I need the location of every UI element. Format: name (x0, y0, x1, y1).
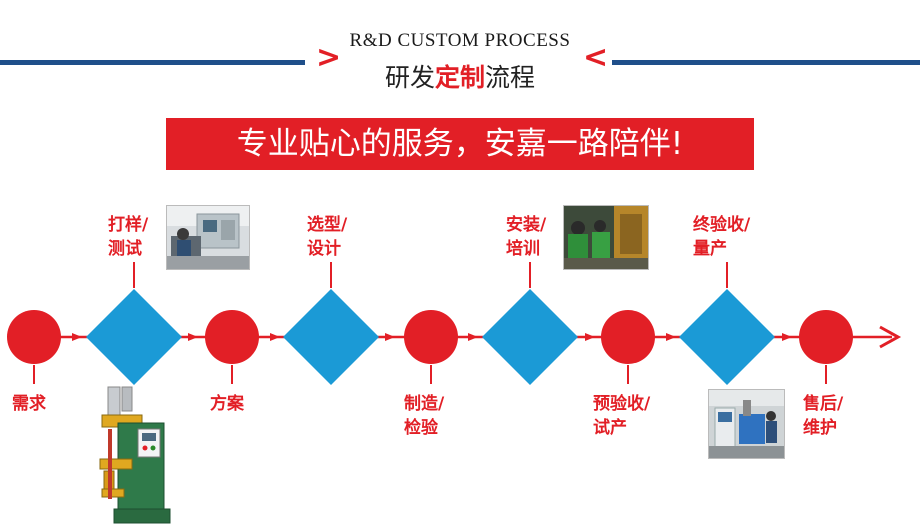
step-label-6: 安装/ 培训 (506, 215, 547, 259)
node-circle-zhizao (404, 310, 458, 364)
title-cn-highlight: 定制 (434, 63, 485, 92)
connector-arrows (72, 333, 792, 341)
node-diamond-xuanxing (283, 289, 379, 385)
node-circle-shouhou (799, 310, 853, 364)
title-chinese: 研发定制流程 (0, 58, 920, 94)
node-diamond-anzhuang (482, 289, 578, 385)
step-label-8: 终验收/ 量产 (693, 215, 751, 259)
step-label-9: 售后/ 维护 (803, 394, 844, 438)
workshop-machine-photo (708, 389, 785, 459)
step-label-5: 制造/ 检验 (404, 394, 445, 438)
node-circle-fangan (205, 310, 259, 364)
installation-training-photo (563, 205, 649, 270)
slogan-banner: 专业贴心的服务，安嘉一路陪伴! (166, 118, 754, 170)
spot-welder-image (99, 386, 171, 524)
step-label-3: 方案 (210, 394, 244, 414)
flow-arrow-head (879, 325, 902, 349)
node-diamond-dayang (86, 289, 182, 385)
chevron-right-icon: > (316, 40, 342, 75)
node-circle-xuqiu (7, 310, 61, 364)
chevron-left-icon: < (583, 40, 609, 75)
title-cn-suffix: 流程 (485, 63, 536, 92)
header-rule-right (612, 60, 920, 65)
title-english: R&D CUSTOM PROCESS (349, 30, 571, 51)
node-circle-yuyanshou (601, 310, 655, 364)
lab-test-photo (166, 205, 250, 270)
step-label-1: 需求 (12, 394, 46, 414)
step-label-4: 选型/ 设计 (307, 215, 348, 259)
header-rule-left (0, 60, 305, 65)
step-label-2: 打样/ 测试 (108, 215, 149, 259)
title-cn-prefix: 研发 (384, 63, 435, 92)
step-label-7: 预验收/ 试产 (593, 394, 651, 438)
node-diamond-zhongyanshou (679, 289, 775, 385)
